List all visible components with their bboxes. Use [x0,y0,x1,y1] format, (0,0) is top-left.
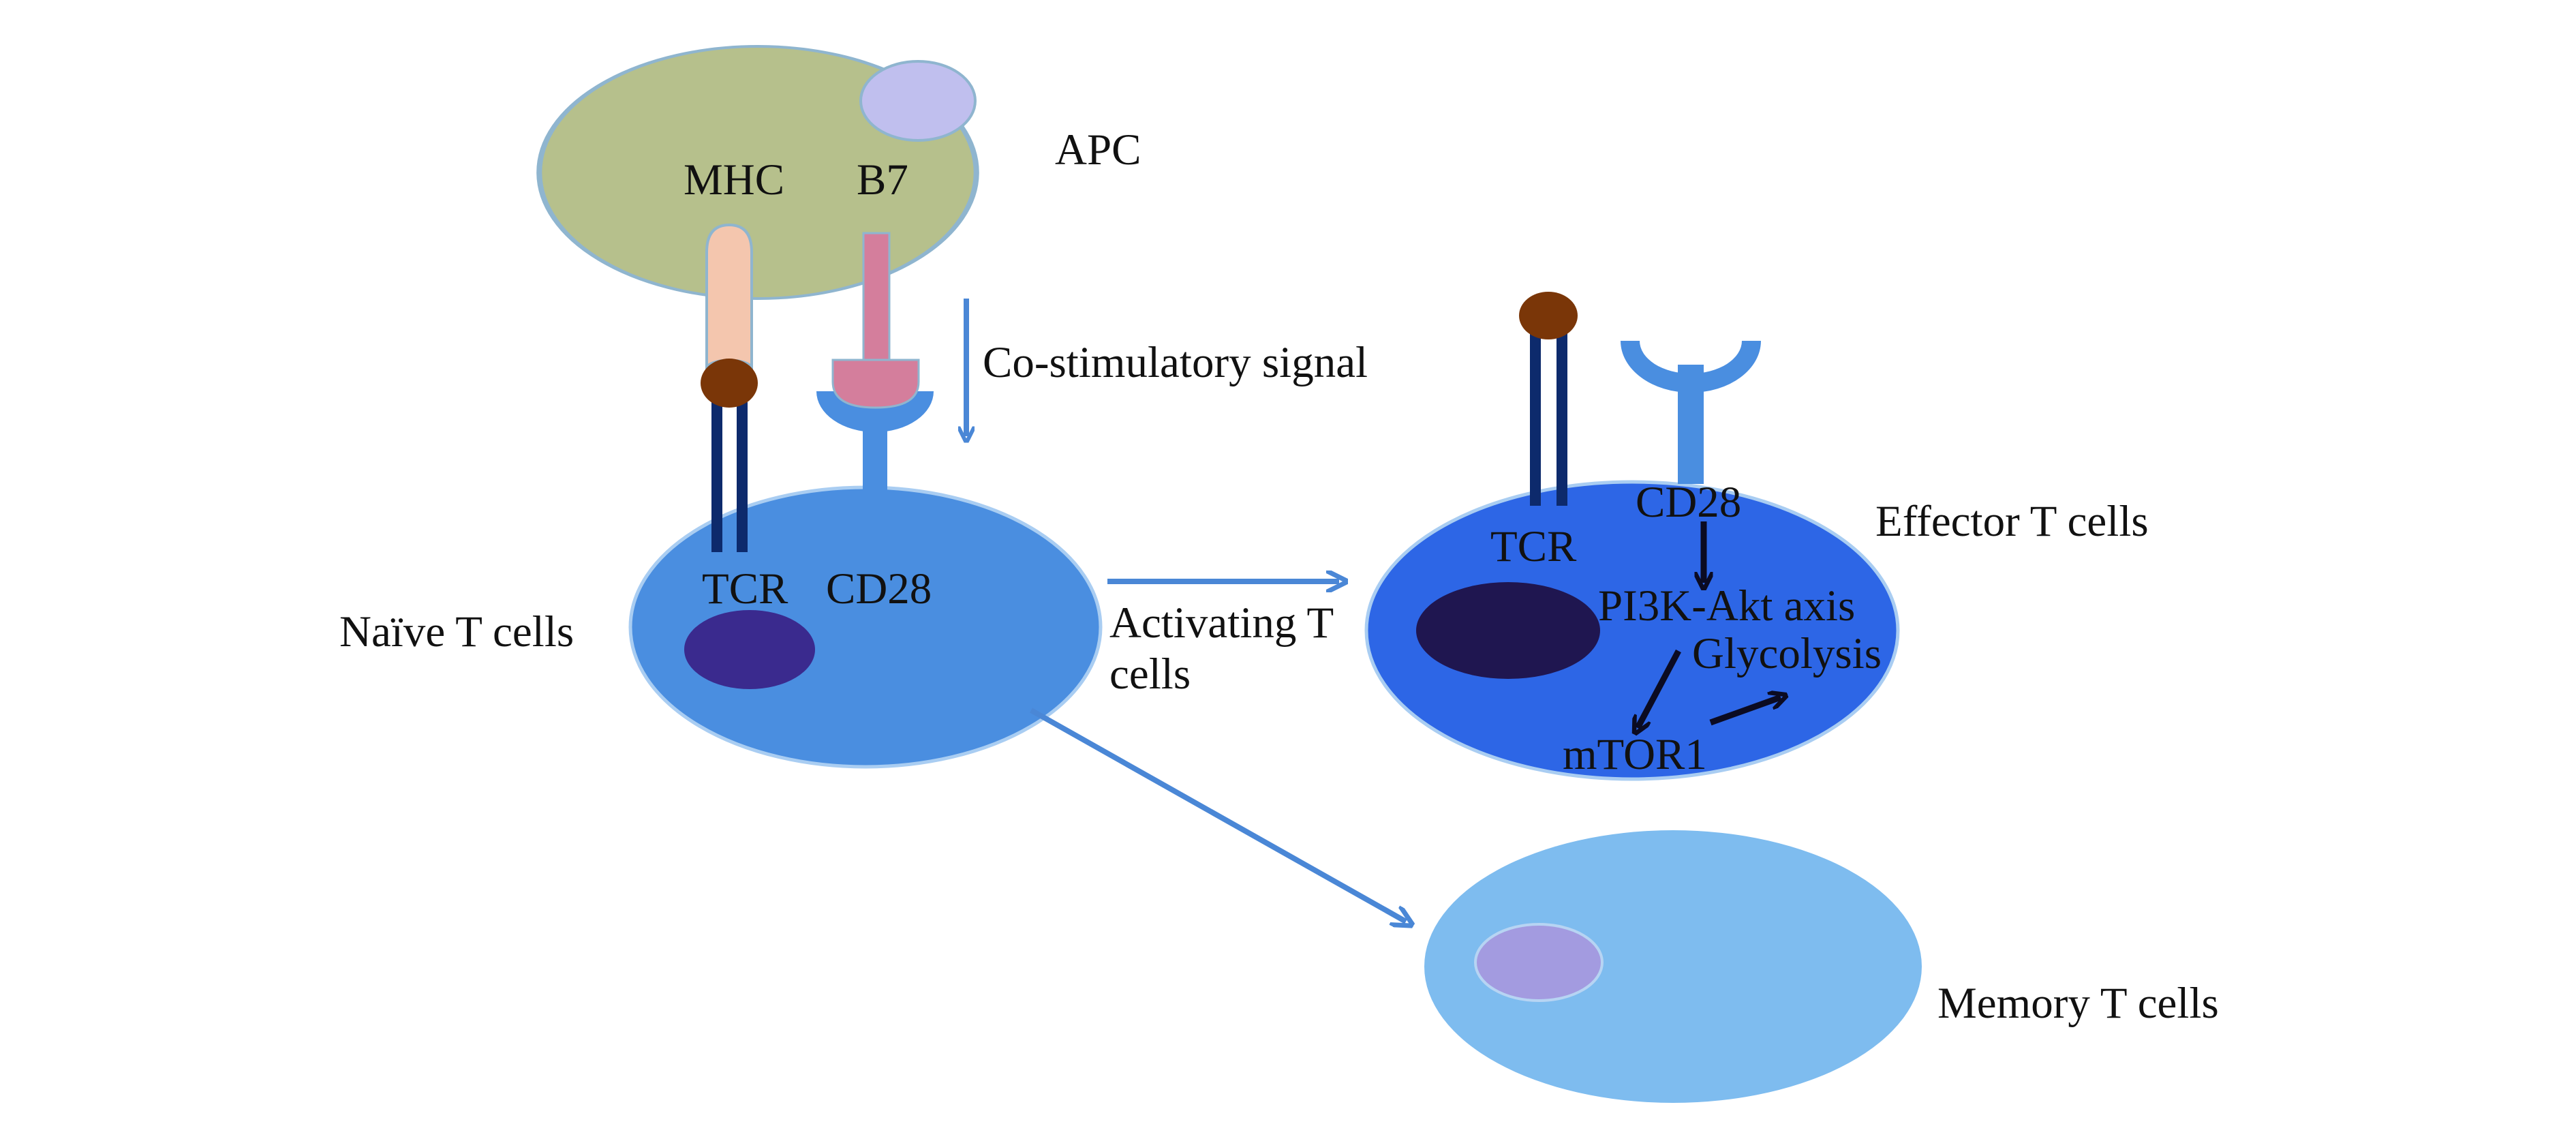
b7-cd28-complex [816,232,934,535]
memory-cell-body [1424,830,1922,1103]
peptide-antigen [701,359,758,408]
mhc-molecule [705,223,753,369]
b7-stem [862,232,891,364]
naive-t-cells-label: Naïve T cells [339,607,574,656]
b7-head [831,359,920,409]
mtor-to-glycolysis-arrow [1709,697,1781,726]
effector-peptide [1519,292,1578,339]
effector-t-cell [1364,292,1900,781]
mtor1-label: mTOR1 [1563,730,1707,779]
memory-t-cell [1424,830,1922,1103]
pi3k-akt-label: PI3K-Akt axis [1598,581,1855,631]
effector-cd28-cup [1621,341,1761,393]
costimulatory-signal-label: Co-stimulatory signal [983,338,1368,387]
naive-cell-nucleus [684,610,815,689]
activating-label-line1: Activating T [1109,598,1334,648]
activating-label-line2: cells [1109,650,1191,699]
mhc-tcr-complex [701,223,758,552]
effector-tcr-label: TCR [1490,522,1577,571]
memory-differentiation-arrow [1030,708,1406,922]
effector-cd28-label: CD28 [1636,478,1741,527]
glycolysis-label: Glycolysis [1692,629,1882,678]
effector-cell-nucleus [1416,582,1600,679]
mhc-label: MHC [684,155,784,204]
apc-label: APC [1055,125,1141,174]
naive-tcr-label: TCR [702,564,788,613]
pi3k-to-mtor-arrow [1638,649,1681,728]
effector-t-cells-label: Effector T cells [1875,497,2149,546]
b7-label: B7 [857,155,908,204]
memory-t-cells-label: Memory T cells [1937,979,2219,1028]
naive-cd28-label: CD28 [826,564,932,613]
memory-cell-nucleus [1474,923,1604,1002]
apc-nucleus [859,60,977,142]
